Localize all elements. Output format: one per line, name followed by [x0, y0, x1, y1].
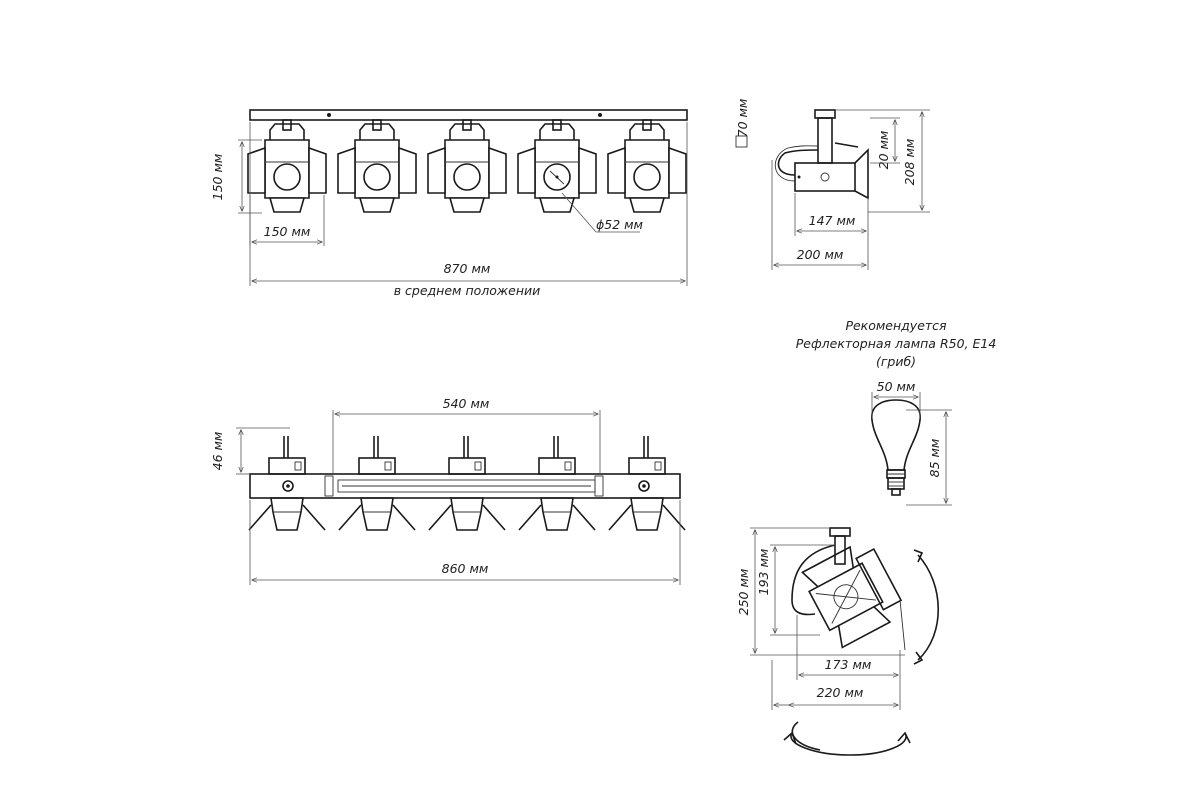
side-offset-dimension: 20 мм	[870, 117, 900, 170]
mount-stem	[817, 117, 833, 164]
bottom-lamp	[248, 436, 326, 531]
side-body-label: 147 мм	[809, 213, 856, 228]
side-lamp-body	[794, 162, 856, 192]
front-width-label: 150 мм	[264, 224, 311, 239]
bottom-length-label: 860 мм	[442, 561, 489, 576]
bottom-view: 46 мм 540 мм 860 мм	[210, 396, 686, 585]
side-barn-door	[854, 148, 869, 200]
front-view: 150 мм 150 мм ϕ52 мм 870 мм в среднем по…	[210, 109, 688, 298]
front-lamp	[607, 119, 687, 213]
square-symbol	[735, 135, 748, 148]
front-total-label: 870 мм	[444, 261, 491, 276]
rotation-total-width-label: 220 мм	[817, 685, 864, 700]
mount-base	[814, 109, 836, 119]
side-depth-label: 200 мм	[797, 247, 844, 262]
rotation-total-height-label: 250 мм	[736, 569, 751, 616]
rotation-view: 250 мм 193 мм 173 мм 220 мм	[736, 527, 940, 756]
bottom-length-dimension: 860 мм	[249, 500, 681, 585]
side-height-label: 208 мм	[902, 139, 917, 186]
lamp-note-line1: Рекомендуется	[845, 318, 947, 333]
front-lamp	[517, 119, 597, 213]
rotated-lamp	[801, 545, 903, 649]
front-lamp	[247, 119, 327, 213]
rotation-inner-width-label: 173 мм	[825, 657, 872, 672]
front-lamp	[427, 119, 507, 213]
bottom-height-label: 46 мм	[210, 432, 225, 471]
front-height-dimension: 150 мм	[210, 139, 262, 214]
side-view: 70 мм 208 мм 20 мм 147 мм 200 мм	[735, 99, 930, 270]
track-bar	[249, 473, 681, 499]
lamp-note-line3: (гриб)	[876, 354, 916, 369]
rotation-total-width-dimension: 220 мм	[771, 660, 898, 710]
rotation-inner-height-dimension: 193 мм	[756, 544, 835, 636]
front-height-label: 150 мм	[210, 154, 225, 201]
lamp-note-line2: Рефлекторная лампа R50, E14	[796, 336, 997, 351]
tilt-arrow-icon	[917, 554, 940, 661]
side-offset-label: 20 мм	[876, 131, 891, 170]
swivel-arrow-icon	[790, 732, 907, 756]
bottom-spacing-label: 540 мм	[443, 396, 490, 411]
front-lamp	[337, 119, 417, 213]
front-total-dimension: 870 мм в среднем положении	[249, 122, 688, 298]
bulb-width-label: 50 мм	[877, 379, 916, 394]
position-note: в среднем положении	[394, 283, 541, 298]
side-height-dimension: 208 мм	[835, 109, 930, 213]
rotation-inner-width-dimension: 173 мм	[796, 615, 901, 710]
bottom-lamps	[248, 436, 686, 531]
bottom-lamp	[518, 436, 596, 531]
diameter-label: ϕ52 мм	[596, 217, 643, 232]
bottom-spacing-dimension: 540 мм	[332, 396, 601, 474]
front-lamps	[247, 119, 687, 213]
diameter-leader: ϕ52 мм	[561, 192, 643, 233]
bulb-height-dimension: 85 мм	[906, 409, 952, 506]
bulb-height-label: 85 мм	[927, 439, 942, 478]
bottom-lamp	[338, 436, 416, 531]
side-cable	[777, 149, 819, 176]
rotation-total-height-dimension: 250 мм	[736, 527, 905, 656]
square-label: 70 мм	[735, 99, 750, 138]
bottom-lamp	[428, 436, 506, 531]
lamp-recommendation: Рекомендуется Рефлекторная лампа R50, E1…	[796, 318, 997, 506]
rotation-inner-height-label: 193 мм	[756, 549, 771, 596]
side-depth-dimension: 200 мм	[771, 160, 869, 270]
bulb-width-dimension: 50 мм	[871, 379, 921, 418]
r50-bulb-icon	[871, 399, 921, 496]
side-body-dimension: 147 мм	[794, 193, 869, 236]
ceiling-bar	[249, 109, 688, 121]
bottom-height-dimension: 46 мм	[210, 427, 290, 475]
